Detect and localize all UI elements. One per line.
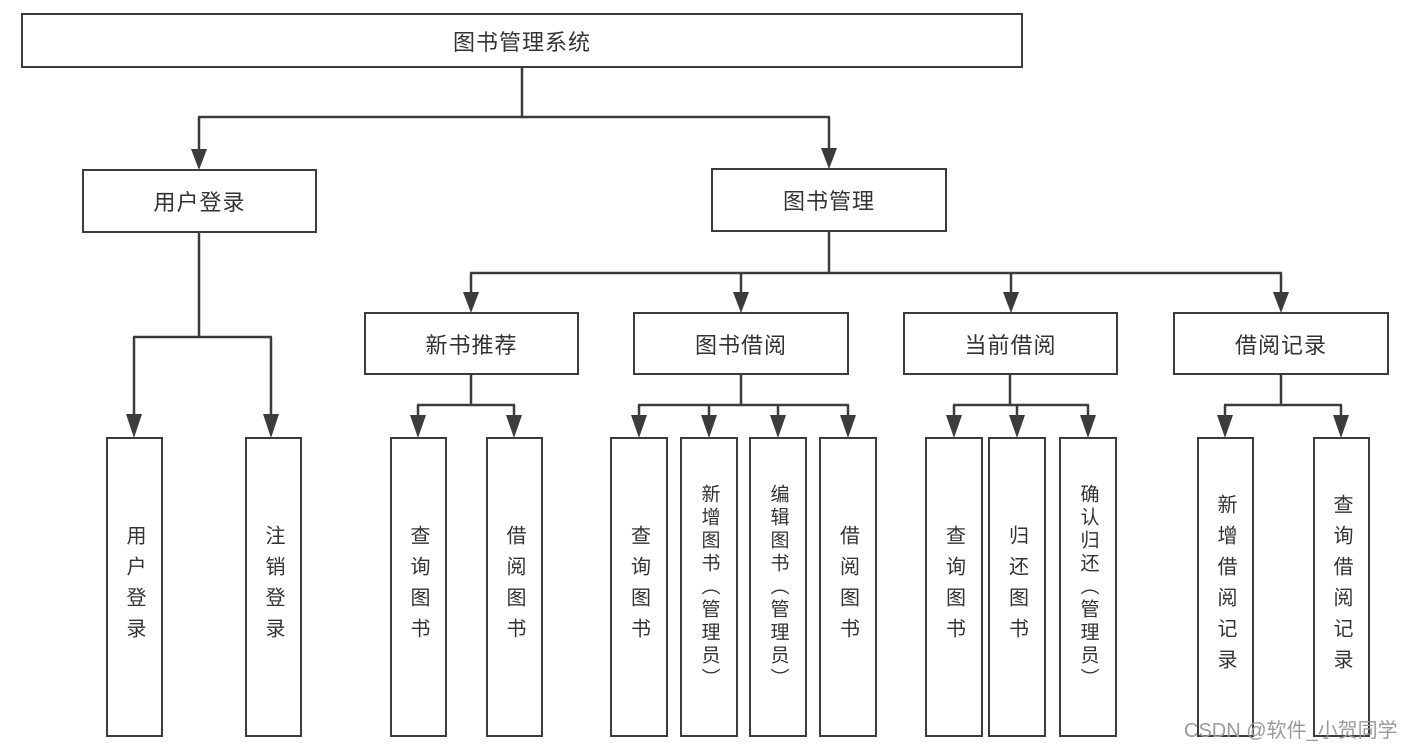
node-leaf-edit-book-admin-label: 编辑图书（管理员）	[767, 483, 789, 691]
node-leaf-borrow-book-label: 借阅图书	[836, 525, 859, 649]
node-borrow-record-label: 借阅记录	[1234, 332, 1327, 358]
node-leaf-add-book-admin: 新增图书（管理员）	[680, 437, 738, 737]
node-leaf-confirm-return-admin-label: 确认归还（管理员）	[1077, 483, 1099, 691]
node-current-borrow-label: 当前借阅	[964, 332, 1057, 358]
node-root-label: 图书管理系统	[452, 29, 591, 55]
node-leaf-add-book-admin-label: 新增图书（管理员）	[698, 483, 720, 691]
node-leaf-query-book-recommend-label: 查询图书	[407, 525, 429, 649]
node-leaf-borrow-book-recommend: 借阅图书	[486, 437, 543, 737]
node-user-login: 用户登录	[82, 169, 317, 233]
node-leaf-query-book-borrow: 查询图书	[610, 437, 668, 737]
node-book-management: 图书管理	[711, 168, 947, 232]
node-leaf-user-login-label: 用户登录	[123, 525, 145, 649]
node-leaf-logout: 注销登录	[245, 437, 302, 737]
node-leaf-edit-book-admin: 编辑图书（管理员）	[749, 437, 807, 737]
node-leaf-logout-label: 注销登录	[262, 525, 284, 649]
node-leaf-return-book-label: 归还图书	[1005, 525, 1028, 649]
node-book-borrow: 图书借阅	[633, 312, 849, 375]
connector-stems	[132, 68, 1343, 422]
node-leaf-borrow-book-recommend-label: 借阅图书	[503, 525, 525, 649]
node-new-book-recommend-label: 新书推荐	[425, 332, 518, 358]
node-book-management-label: 图书管理	[782, 189, 875, 214]
node-leaf-query-book-borrow-label: 查询图书	[627, 525, 650, 649]
node-borrow-record: 借阅记录	[1173, 312, 1389, 375]
node-current-borrow: 当前借阅	[903, 312, 1118, 375]
node-leaf-query-book-current: 查询图书	[925, 437, 983, 737]
node-root: 图书管理系统	[21, 13, 1023, 68]
node-leaf-confirm-return-admin: 确认归还（管理员）	[1059, 437, 1117, 737]
node-leaf-borrow-book: 借阅图书	[819, 437, 877, 737]
csdn-watermark: CSDN @软件_小贺同学	[1184, 720, 1398, 742]
node-leaf-query-book-recommend: 查询图书	[390, 437, 447, 737]
node-leaf-query-book-current-label: 查询图书	[942, 525, 965, 649]
node-leaf-add-borrow-record-label: 新增借阅记录	[1214, 494, 1236, 680]
node-leaf-query-borrow-record-label: 查询借阅记录	[1330, 494, 1352, 680]
node-leaf-user-login: 用户登录	[106, 437, 163, 737]
arrowhead-icons	[126, 148, 1349, 438]
node-leaf-query-borrow-record: 查询借阅记录	[1313, 437, 1370, 737]
node-book-borrow-label: 图书借阅	[694, 332, 787, 358]
node-new-book-recommend: 新书推荐	[364, 312, 579, 375]
node-user-login-label: 用户登录	[153, 190, 246, 215]
node-leaf-add-borrow-record: 新增借阅记录	[1197, 437, 1254, 737]
node-leaf-return-book: 归还图书	[988, 437, 1046, 737]
